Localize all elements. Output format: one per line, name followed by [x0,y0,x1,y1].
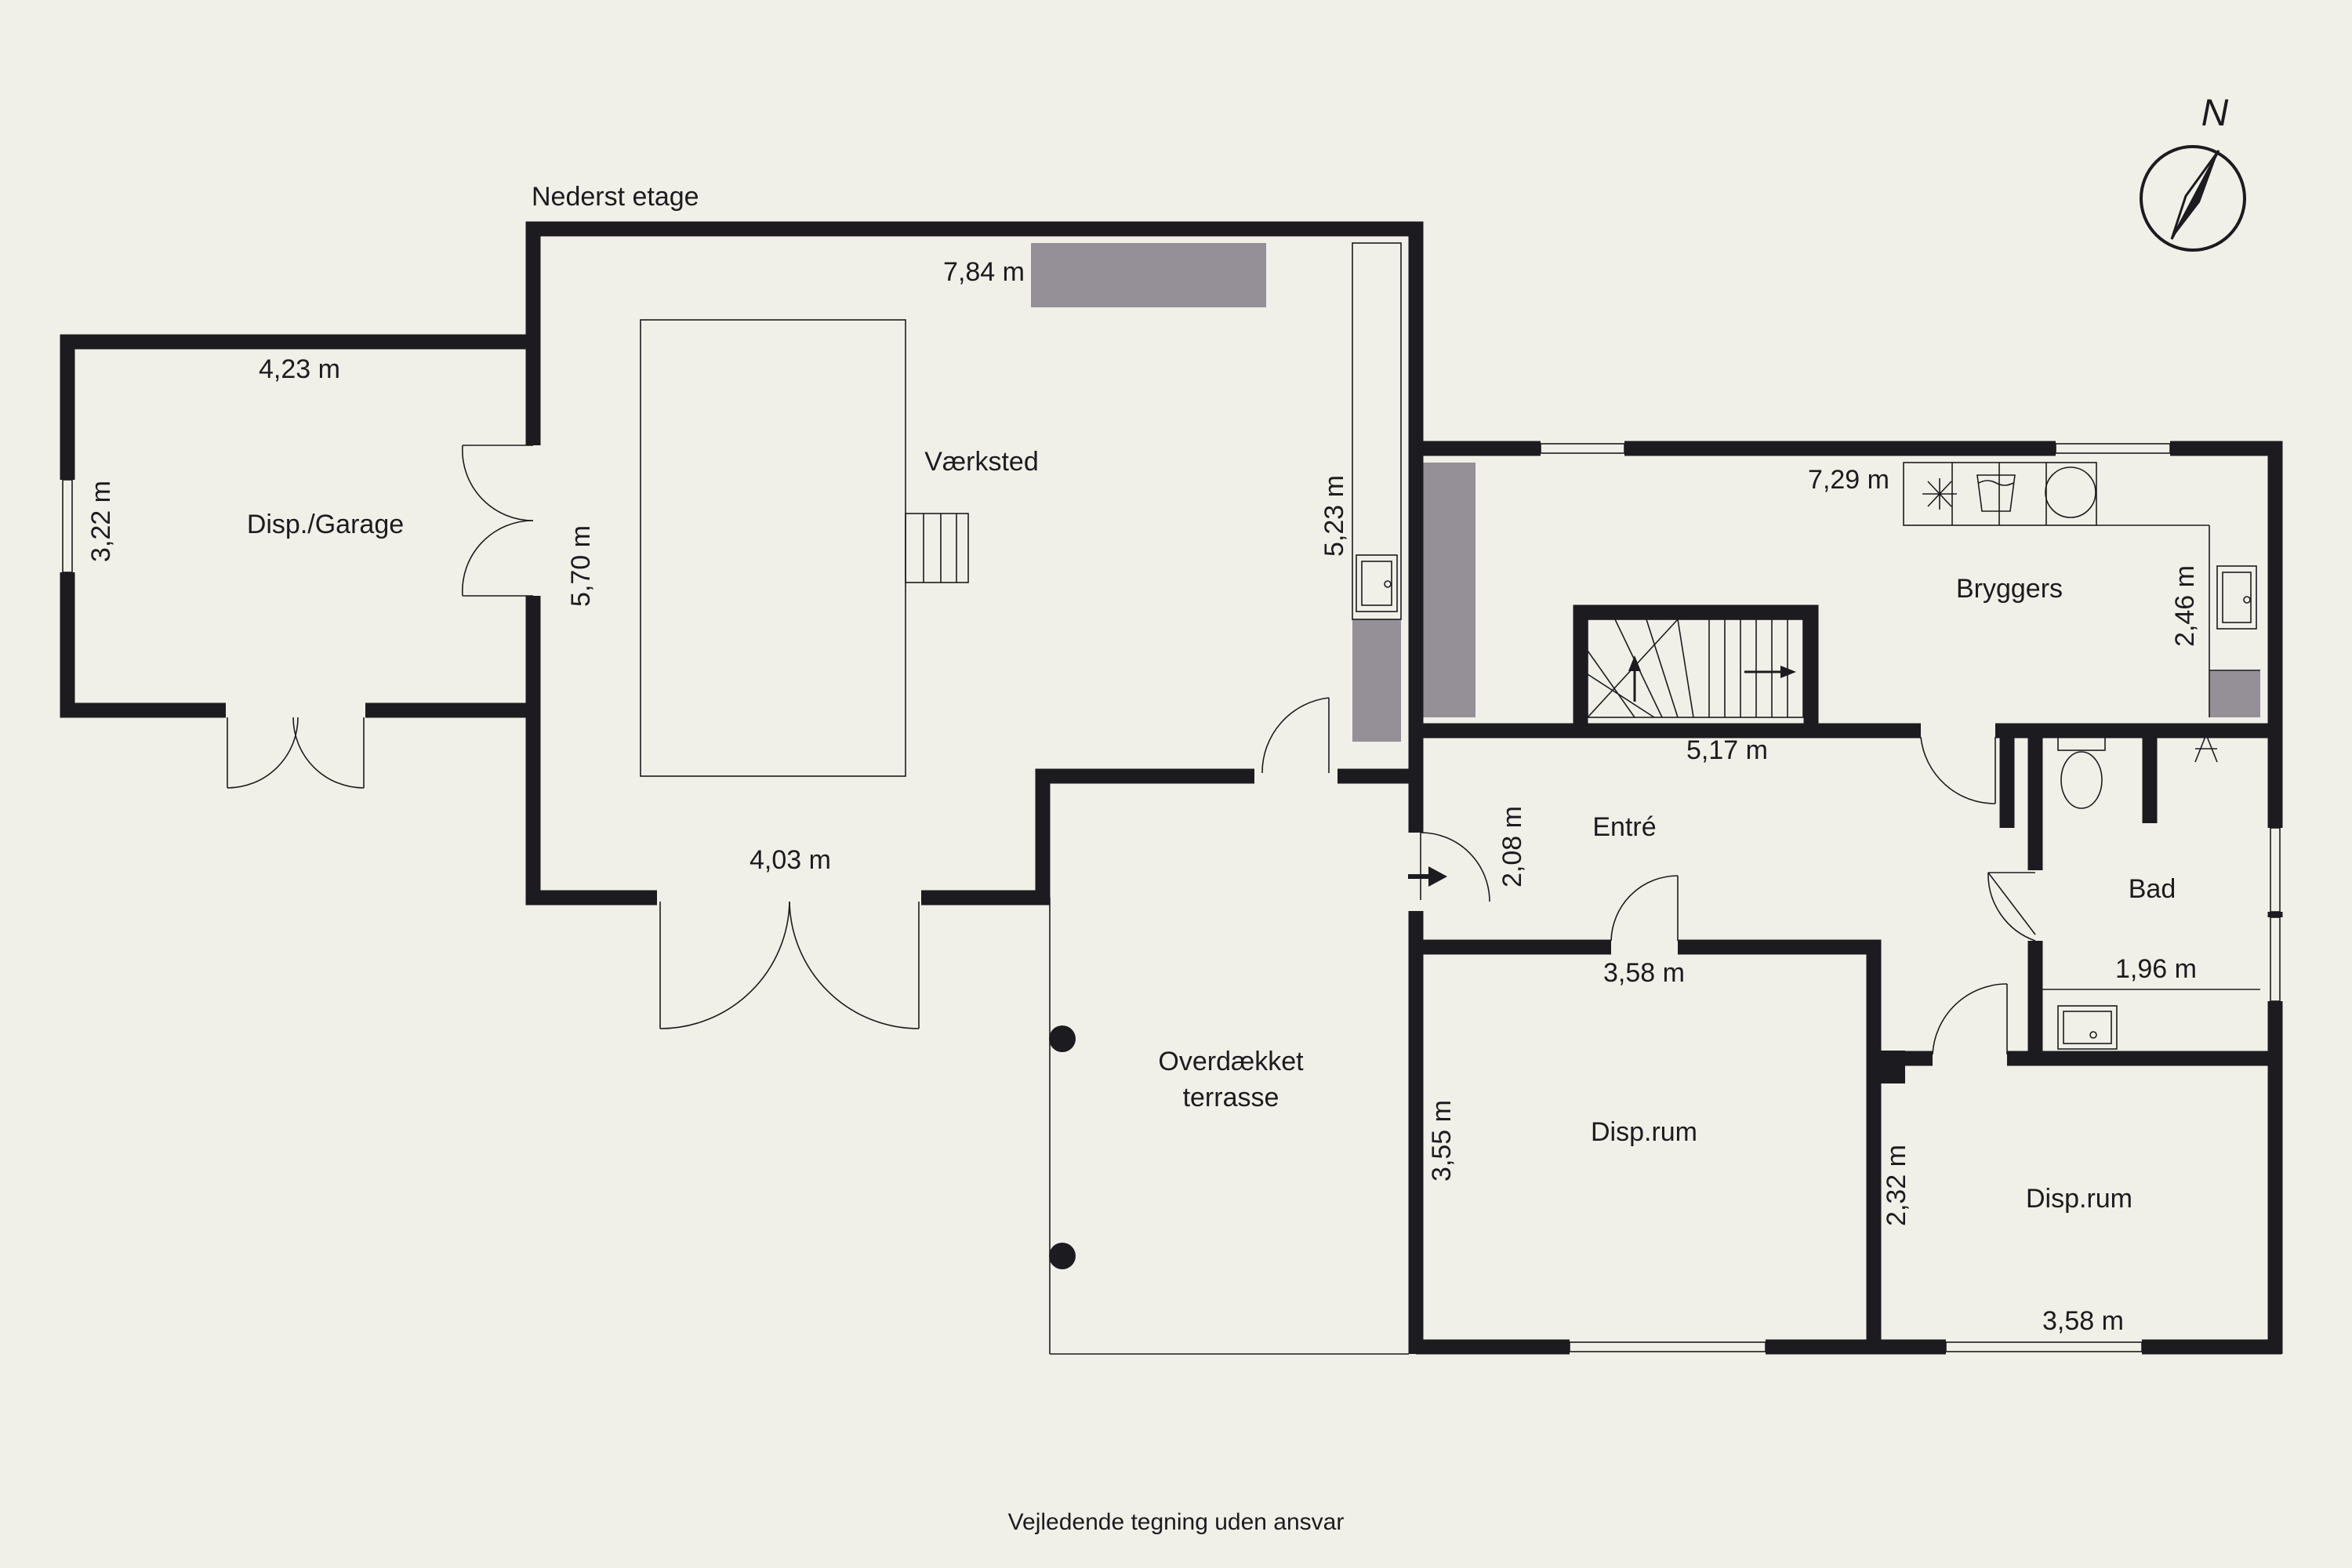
fixtures [1031,243,2260,742]
workshop-counter [1031,243,1266,307]
storage-1-window [1569,1341,1766,1352]
north-compass: N [2140,93,2246,252]
staircase [1587,619,1804,718]
garage-double-door [227,717,365,789]
walls [60,221,2283,1355]
storage-2-door [1932,983,2008,1055]
dim-storage-2-depth: 2,32 m [1882,1145,1911,1226]
laundry-window [1540,443,1625,454]
terrace-post [1049,1243,1076,1269]
dim-storage-2-width: 3,58 m [2042,1306,2124,1336]
laundry-sink [2216,565,2257,630]
storage-2-window [1945,1341,2143,1352]
labels: Nederst etage Disp./Garage Værksted Bryg… [86,182,2200,1535]
laundry-window [2055,443,2171,454]
terrace-outline [1049,898,1409,1355]
dim-workshop-width: 7,84 m [943,257,1025,287]
room-label-garage: Disp./Garage [247,510,404,539]
workshop-steps [905,513,969,583]
workshop-platform [640,319,906,777]
room-label-terrace-2: terrasse [1183,1083,1279,1112]
room-label-laundry: Bryggers [1956,574,2063,604]
laundry-small-cabinet [2209,670,2260,717]
dim-workshop-bottom: 4,03 m [750,845,831,875]
room-label-workshop: Værksted [924,447,1039,477]
laundry-cabinet [1423,463,1475,717]
room-label-storage-1: Disp.rum [1591,1117,1697,1147]
dim-workshop-depth: 5,70 m [566,525,596,607]
dim-storage-1-depth: 3,55 m [1427,1100,1457,1181]
dim-storage-1-width: 3,58 m [1603,958,1685,988]
washing-machine-icon [1976,474,2016,512]
room-label-bathroom: Bad [2129,874,2176,904]
workshop-sink [1356,554,1398,612]
bathroom-window [2270,916,2281,1002]
garage-window [62,479,73,573]
dim-garage-depth: 3,22 m [86,481,116,562]
dim-bathroom-width: 1,96 m [2115,954,2197,984]
bathroom-sink [2057,1005,2118,1050]
windows [62,443,2281,1352]
entrance-front-door [1408,832,1490,902]
wall-pillar [1874,1051,1905,1083]
dim-stair-width: 5,17 m [1686,735,1768,765]
north-label: N [2201,93,2229,134]
disclaimer: Vejledende tegning uden ansvar [1008,1509,1345,1535]
compass-icon [2140,145,2246,252]
bathroom-fixture-icon [2194,734,2218,763]
floor-title: Nederst etage [532,182,699,212]
workshop-terrace-door [1261,697,1330,774]
dryer-icon [2045,466,2096,518]
freezer-snowflake-icon [1922,478,1957,510]
storage-1-door [1610,875,1679,942]
dim-entrance-depth: 2,08 m [1497,806,1527,887]
room-label-storage-2: Disp.rum [2026,1184,2132,1214]
bathroom-door [1987,872,2036,942]
doors [227,445,2036,1055]
dim-garage-width: 4,23 m [259,354,340,384]
dim-workshop-side: 5,23 m [1319,475,1349,557]
workshop-side-cabinet [1352,619,1401,742]
garage-workshop-double-door [462,445,534,597]
laundry-counter [1903,462,2097,526]
laundry-entrance-door [1920,736,1996,804]
workshop-cabinet-column [1352,242,1402,620]
terrace-post [1049,1025,1076,1052]
workshop-patio-double-door [659,901,920,1029]
dim-laundry-depth: 2,46 m [2170,565,2200,647]
room-label-entrance: Entré [1592,812,1656,842]
room-label-terrace: Overdækket [1158,1047,1304,1076]
dim-laundry-width: 7,29 m [1808,465,1889,495]
bathroom-window [2270,827,2281,913]
toilet [2057,732,2106,809]
